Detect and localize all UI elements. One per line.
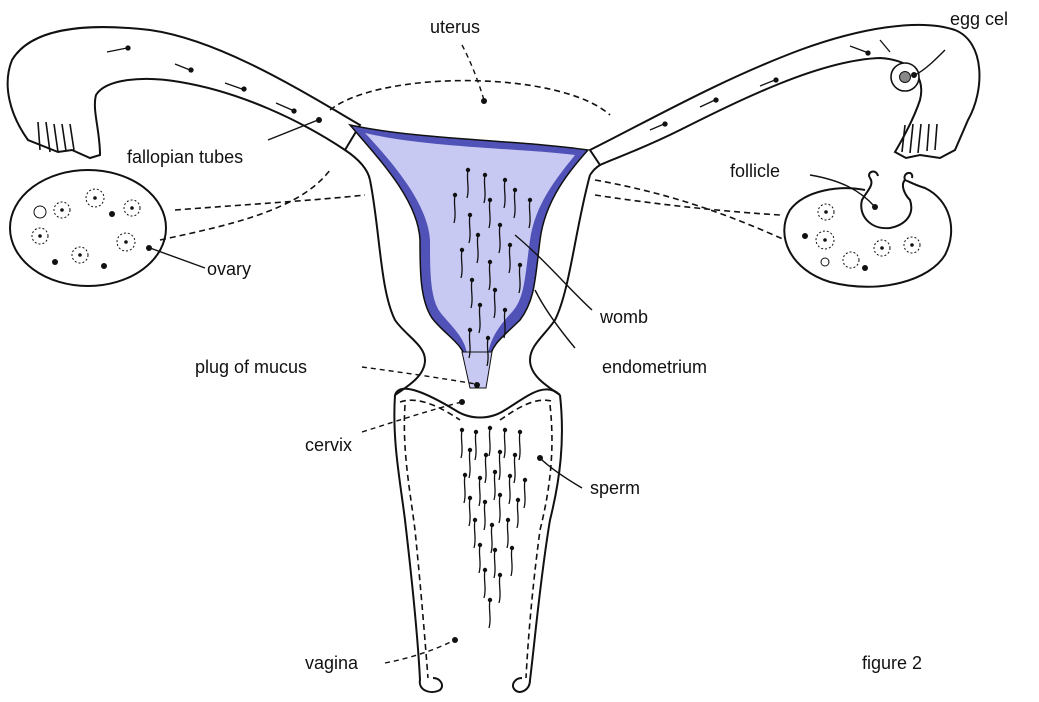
womb-cavity <box>350 125 588 388</box>
label-endometrium: endometrium <box>602 357 707 377</box>
label-plug-of-mucus: plug of mucus <box>195 357 307 377</box>
right-fallopian-tube <box>590 25 979 165</box>
tube-direction-arrows <box>107 40 890 130</box>
left-ovarian-ligament <box>175 195 365 210</box>
left-ovary <box>10 170 166 286</box>
uterus-outline <box>330 81 610 115</box>
left-fallopian-tube <box>8 27 360 158</box>
figure-caption: figure 2 <box>862 653 922 673</box>
label-egg-cell: egg cel <box>950 9 1008 29</box>
label-follicle: follicle <box>730 161 780 181</box>
vagina-canal <box>394 389 562 692</box>
right-ovary <box>784 172 951 287</box>
label-fallopian-tubes: fallopian tubes <box>127 147 243 167</box>
label-cervix: cervix <box>305 435 352 455</box>
label-leader-lines <box>146 45 945 663</box>
label-ovary: ovary <box>207 259 251 279</box>
label-sperm: sperm <box>590 478 640 498</box>
label-vagina: vagina <box>305 653 359 673</box>
right-ovarian-ligament <box>595 195 780 215</box>
label-womb: womb <box>599 307 648 327</box>
label-uterus: uterus <box>430 17 480 37</box>
